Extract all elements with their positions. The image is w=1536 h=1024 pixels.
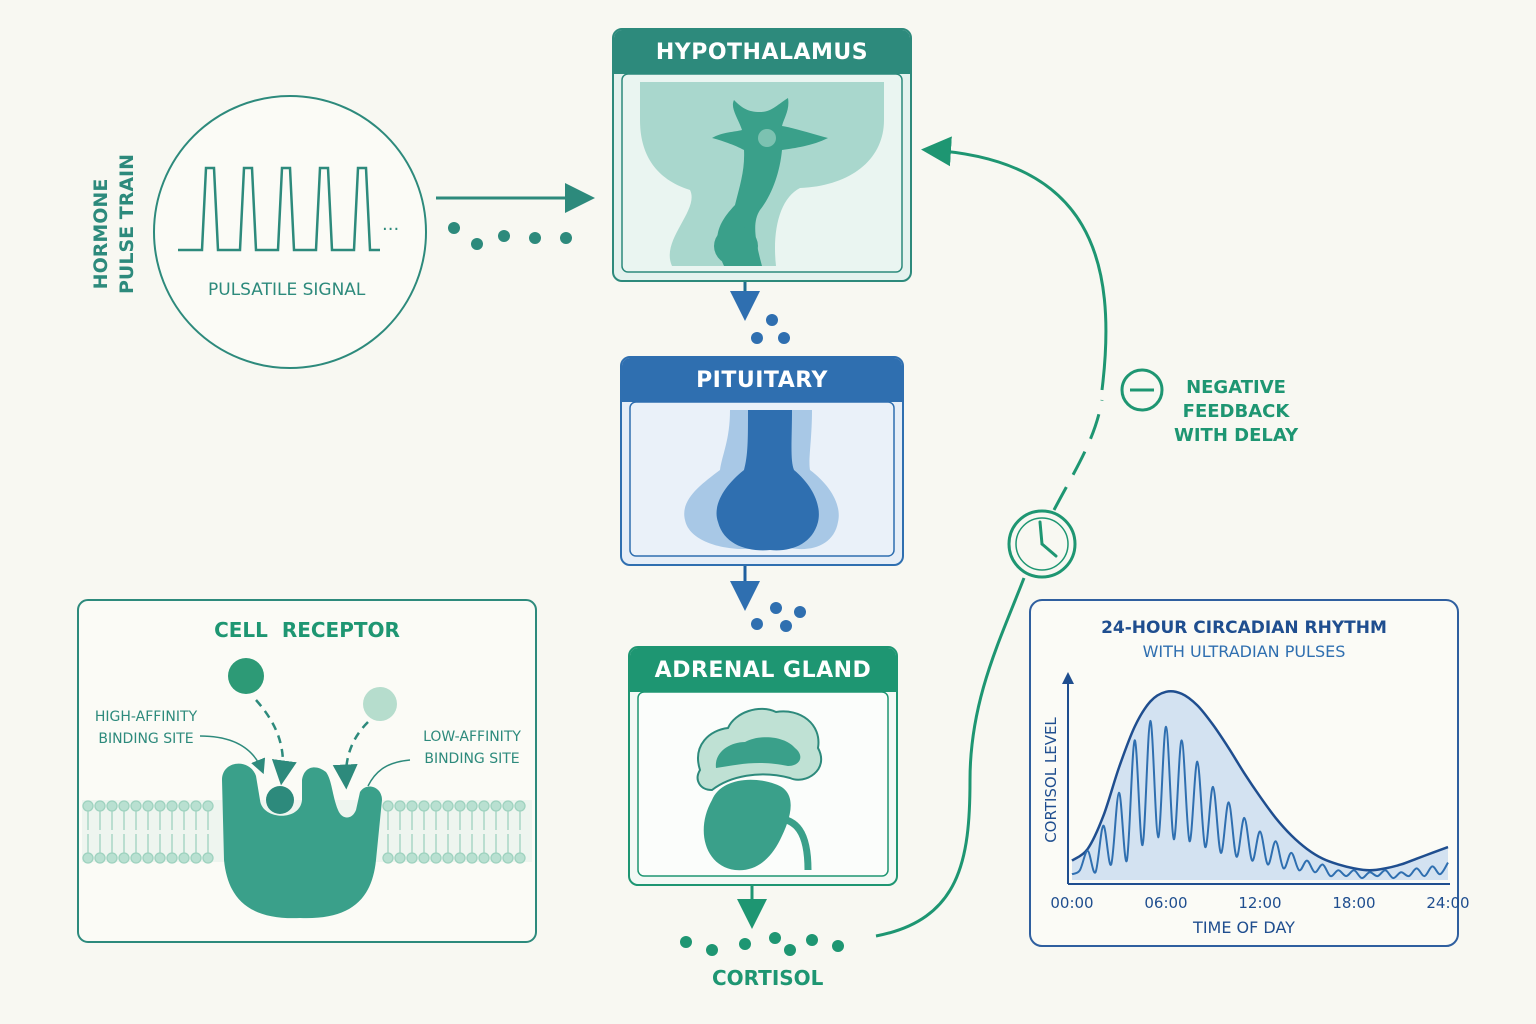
high-affinity-label: HIGH-AFFINITY BINDING SITE bbox=[86, 706, 206, 750]
feedback-line3: WITH DELAY bbox=[1174, 425, 1299, 446]
pit-molecules bbox=[751, 314, 790, 344]
hypothalamus-card: HYPOTHALAMUS bbox=[612, 28, 912, 282]
envelope-line bbox=[1071, 690, 1449, 872]
x-tick-label: 18:00 bbox=[1332, 894, 1376, 912]
adrenal-title: ADRENAL GLAND bbox=[630, 648, 896, 692]
low-affinity-line1: LOW-AFFINITY bbox=[423, 729, 521, 745]
adrenal-card: ADRENAL GLAND bbox=[628, 646, 898, 886]
high-affinity-line2: BINDING SITE bbox=[98, 731, 194, 747]
feedback-line-lower bbox=[875, 577, 1026, 938]
receptor-title: CELL RECEPTOR bbox=[214, 618, 400, 642]
hypothalamus-title: HYPOTHALAMUS bbox=[614, 30, 910, 74]
cortisol-molecules bbox=[680, 932, 844, 956]
pituitary-card: PITUITARY bbox=[620, 356, 904, 566]
adrenal-molecules bbox=[751, 602, 806, 632]
envelope-area bbox=[1072, 691, 1448, 880]
low-affinity-line2: BINDING SITE bbox=[424, 751, 520, 767]
high-affinity-dashed-arrow bbox=[255, 699, 297, 786]
circadian-chart bbox=[1062, 672, 1450, 885]
ultradian-pulse-line bbox=[1071, 719, 1449, 880]
input-molecules bbox=[448, 222, 572, 250]
feedback-line-dashed bbox=[1052, 399, 1104, 511]
pulse-circle bbox=[153, 95, 427, 369]
bound-ligand bbox=[266, 786, 294, 814]
x-tick-label: 06:00 bbox=[1144, 894, 1188, 912]
low-affinity-dashed-arrow bbox=[332, 721, 369, 790]
chart-y-label-wrap: CORTISOL LEVEL bbox=[1036, 700, 1066, 860]
receptor-protein bbox=[222, 763, 382, 919]
x-tick-label: 12:00 bbox=[1238, 894, 1282, 912]
chart-y-label: CORTISOL LEVEL bbox=[1042, 717, 1060, 843]
high-affinity-pointer bbox=[199, 735, 266, 775]
x-tick-label: 00:00 bbox=[1050, 894, 1094, 912]
feedback-line2: FEEDBACK bbox=[1182, 401, 1290, 422]
pulse-side-label-line1: HORMONE bbox=[90, 178, 112, 290]
high-affinity-line1: HIGH-AFFINITY bbox=[94, 709, 198, 725]
pulse-ellipsis: ... bbox=[382, 214, 400, 235]
pulse-side-label: HORMONE PULSE TRAIN bbox=[82, 154, 152, 298]
low-affinity-pointer bbox=[367, 759, 411, 787]
feedback-line1: NEGATIVE bbox=[1186, 377, 1286, 398]
high-affinity-ligand bbox=[228, 658, 264, 694]
low-affinity-ligand bbox=[363, 687, 397, 721]
y-axis-arrowhead bbox=[1062, 672, 1074, 684]
pulse-side-label-line2: PULSE TRAIN bbox=[116, 153, 138, 294]
low-affinity-label: LOW-AFFINITY BINDING SITE bbox=[412, 726, 532, 770]
chart-subtitle: WITH ULTRADIAN PULSES bbox=[1142, 642, 1346, 661]
feedback-line-upper bbox=[921, 136, 1108, 391]
pulse-train-line bbox=[178, 166, 380, 252]
pituitary-title: PITUITARY bbox=[622, 358, 902, 402]
clock-icon bbox=[1007, 509, 1077, 579]
chart-x-label: TIME OF DAY bbox=[1193, 918, 1295, 937]
minus-circle-icon bbox=[1120, 368, 1164, 412]
pulse-circle-label: PULSATILE SIGNAL bbox=[208, 280, 366, 300]
cortisol-label: CORTISOL bbox=[712, 966, 824, 990]
x-tick-label: 24:00 bbox=[1426, 894, 1470, 912]
chart-title: 24-HOUR CIRCADIAN RHYTHM bbox=[1101, 618, 1387, 638]
feedback-label: NEGATIVE FEEDBACK WITH DELAY bbox=[1174, 376, 1298, 448]
